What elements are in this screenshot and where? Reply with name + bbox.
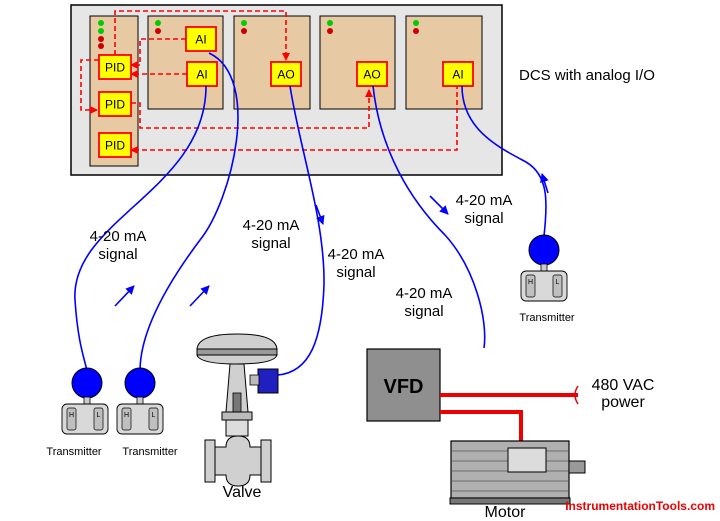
signal-label-3: 4-20 mA signal — [328, 246, 385, 281]
transmitter-2: H L Transmitter — [116, 367, 178, 458]
svg-text:signal: signal — [464, 210, 503, 227]
transmitter-2-h: H — [124, 412, 129, 419]
transmitter-1-l: L — [97, 412, 101, 419]
wire-vfd — [372, 85, 486, 349]
pid-block-1: PID — [98, 54, 132, 80]
transmitter-2-label: Transmitter — [122, 446, 178, 458]
svg-text:signal: signal — [251, 235, 290, 252]
signal-label-4: 4-20 mA signal — [396, 285, 453, 320]
svg-text:4-20 mA: 4-20 mA — [90, 228, 147, 245]
transmitter-3-label: Transmitter — [519, 312, 575, 324]
control-links — [80, 10, 458, 154]
signal-label-2: 4-20 mA signal — [243, 217, 300, 252]
ai-label-card1-top: AI — [195, 33, 206, 47]
ao-label-card3: AO — [363, 68, 380, 82]
transmitter-3: H L Transmitter — [519, 234, 575, 324]
transmitter-3-l: L — [556, 279, 560, 286]
pid-label-1: PID — [105, 61, 125, 75]
svg-text:signal: signal — [98, 246, 137, 263]
transmitter-2-l: L — [152, 412, 156, 419]
transmitter-1-h: H — [69, 412, 74, 419]
svg-text:4-20 mA: 4-20 mA — [456, 192, 513, 209]
transmitter-1-label: Transmitter — [46, 446, 102, 458]
signal-label-5: 4-20 mA signal — [456, 192, 513, 227]
wire-transmitter-1 — [74, 85, 207, 372]
svg-text:480 VAC: 480 VAC — [592, 377, 655, 394]
ao-module-card2: AO — [270, 61, 302, 87]
vfd-label: VFD — [384, 376, 424, 398]
watermark: InstrumentationTools.com — [565, 499, 715, 513]
wire-transmitter-3 — [461, 85, 547, 237]
ai-module-card1-top: AI — [185, 26, 217, 52]
ai-module-card4: AI — [442, 61, 474, 87]
pid-label-3: PID — [105, 139, 125, 153]
valve-label: Valve — [223, 484, 262, 501]
ai-module-card1-bottom: AI — [186, 61, 218, 87]
control-valve: Valve — [196, 333, 279, 501]
svg-text:4-20 mA: 4-20 mA — [243, 217, 300, 234]
ao-label-card2: AO — [277, 68, 294, 82]
transmitter-3-h: H — [528, 279, 533, 286]
svg-text:4-20 mA: 4-20 mA — [328, 246, 385, 263]
svg-text:signal: signal — [404, 303, 443, 320]
ai-label-card1-bottom: AI — [196, 68, 207, 82]
motor-label: Motor — [485, 504, 527, 521]
dcs-title: DCS with analog I/O — [519, 67, 655, 84]
svg-text:4-20 mA: 4-20 mA — [396, 285, 453, 302]
transmitter-1: H L Transmitter — [46, 367, 109, 458]
svg-text:power: power — [601, 394, 645, 411]
power-break — [574, 385, 579, 405]
motor: Motor — [449, 440, 586, 521]
svg-text:signal: signal — [336, 264, 375, 281]
signal-label-1: 4-20 mA signal — [90, 228, 147, 263]
power-label: 480 VAC power — [592, 377, 655, 411]
ai-label-card4: AI — [452, 68, 463, 82]
ao-module-card3: AO — [356, 61, 388, 87]
wire-transmitter-2 — [139, 52, 239, 372]
pid-block-2: PID — [98, 91, 132, 117]
pid-block-3: PID — [98, 132, 132, 158]
pid-label-2: PID — [105, 98, 125, 112]
vfd: VFD — [366, 348, 441, 422]
signal-wires — [74, 52, 547, 376]
signal-arrows — [114, 173, 549, 307]
wire-valve — [277, 85, 325, 376]
